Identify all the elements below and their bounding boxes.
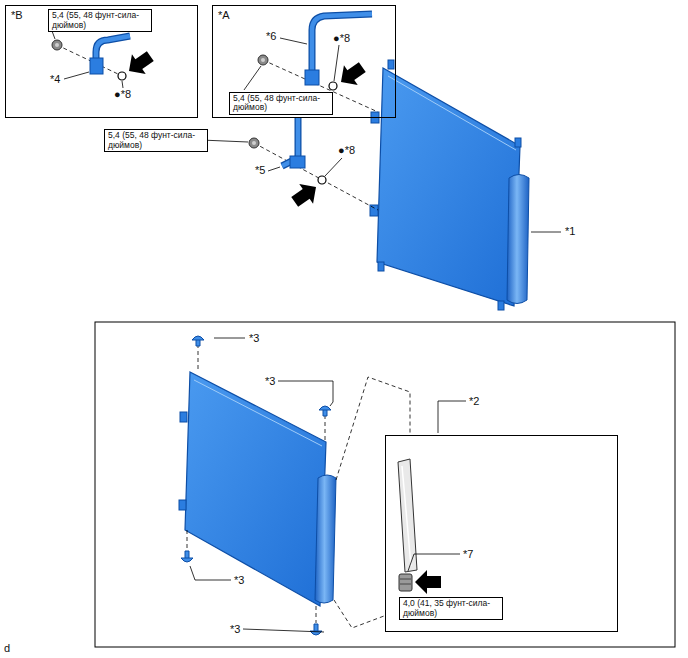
dashed-line <box>187 530 188 550</box>
condenser-core <box>377 68 520 306</box>
cap-ridge <box>400 579 411 580</box>
figure-code: d <box>4 643 10 654</box>
direction-arrow <box>334 57 369 92</box>
bolt-head <box>55 43 59 47</box>
receiver-tank <box>507 175 529 304</box>
condenser-tab <box>180 412 187 422</box>
desiccant-highlight <box>402 466 411 566</box>
detail-frame: *A 5,4 (55, 48 фунт-сила-дюймов) <box>212 5 396 118</box>
leader-line <box>531 232 561 233</box>
detail-frame: *24,0 (41, 35 фунт-сила-дюймов) <box>385 435 618 632</box>
dashed-line <box>57 45 118 74</box>
leader-line <box>268 167 280 171</box>
leader-line <box>438 401 466 433</box>
leader-line <box>334 45 339 81</box>
direction-arrow <box>415 570 441 594</box>
direction-arrow <box>122 46 157 81</box>
leader-line <box>408 554 460 571</box>
leader-line <box>122 81 123 88</box>
clip <box>181 551 193 562</box>
torque-value: 4,0 (41, 35 фунт-сила-дюймов) <box>403 599 499 618</box>
desiccant <box>398 459 417 572</box>
cap-plug <box>399 574 412 591</box>
detail-frame <box>95 322 675 647</box>
dashed-line <box>254 143 378 210</box>
condenser-pin <box>378 262 384 271</box>
bolt <box>249 138 259 148</box>
leader-line <box>244 66 261 90</box>
dashed-line <box>316 606 317 623</box>
clip <box>310 624 322 635</box>
leader-line <box>190 566 231 580</box>
callout-number: *3 <box>234 575 244 586</box>
callout-number: *1 <box>565 226 575 237</box>
clip <box>319 406 331 416</box>
bolt-head <box>252 141 256 145</box>
torque-spec-box: 5,4 (55, 48 фунт-сила-дюймов) <box>229 92 333 115</box>
torque-value: 5,4 (55, 48 фунт-сила-дюймов) <box>233 94 329 113</box>
cap-ridge <box>400 584 411 585</box>
callout-number: *6 <box>266 31 276 42</box>
callout-number: ●*8 <box>338 145 355 156</box>
callout-number: *3 <box>265 376 275 387</box>
callout-number: *3 <box>230 624 240 635</box>
clip <box>192 336 204 346</box>
torque-spec-box: 5,4 (55, 48 фунт-сила-дюймов) <box>104 129 208 152</box>
condenser-highlight <box>194 380 322 446</box>
view-label: *A <box>218 10 230 21</box>
callout-number: ●*8 <box>333 33 350 44</box>
torque-value: 5,4 (55, 48 фунт-сила-дюймов) <box>108 131 204 150</box>
o-ring <box>318 176 326 184</box>
callout-number: ●*8 <box>114 89 131 100</box>
pipe-flange <box>90 58 103 74</box>
bolt <box>52 40 62 50</box>
bolt <box>258 55 268 65</box>
condenser-core <box>185 372 326 606</box>
condenser-pin <box>498 301 504 310</box>
receiver-tank <box>315 475 336 603</box>
view-label: *B <box>11 10 23 21</box>
leader-line <box>201 140 248 142</box>
leader-line <box>64 72 89 79</box>
o-ring <box>118 72 126 80</box>
leader-line <box>278 381 333 406</box>
direction-arrow <box>288 177 323 212</box>
torque-spec-box: 5,4 (55, 48 фунт-сила-дюймов) <box>48 9 152 32</box>
leader-line <box>243 629 324 632</box>
detail-frame: *B 5,4 (55, 48 фунт-сила-дюймов) <box>5 5 198 118</box>
callout-number: *5 <box>255 165 265 176</box>
leader-line <box>280 38 307 44</box>
callout-number: *7 <box>463 549 473 560</box>
leader-line <box>214 338 245 339</box>
view-label: *2 <box>469 396 479 407</box>
torque-value: 5,4 (55, 48 фунт-сила-дюймов) <box>52 11 148 30</box>
leader-line <box>52 31 55 39</box>
callout-number: *4 <box>50 74 60 85</box>
condenser-highlight <box>388 76 516 150</box>
condenser-pin <box>388 60 394 69</box>
callout-number: *3 <box>249 333 259 344</box>
condenser-tab <box>179 500 186 510</box>
dashed-line <box>325 415 326 442</box>
o-ring <box>329 82 337 90</box>
pipe-flange <box>290 156 305 168</box>
torque-spec-box: 4,0 (41, 35 фунт-сила-дюймов) <box>399 597 503 620</box>
dashed-line <box>198 344 199 372</box>
pipe-flange <box>305 70 319 85</box>
bolt-head <box>261 58 265 62</box>
dashed-line <box>334 600 384 628</box>
condenser-pin <box>515 138 521 147</box>
leader-line <box>325 158 342 176</box>
